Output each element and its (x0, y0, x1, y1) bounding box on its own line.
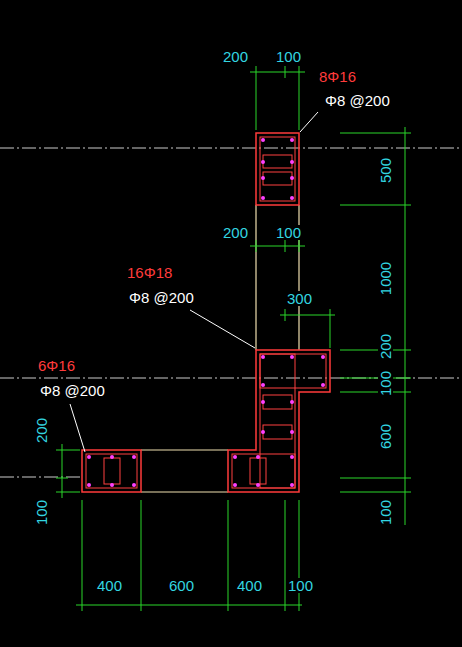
dimension: 1000 (378, 261, 393, 296)
rebar-callout: 6Φ16 (37, 358, 76, 373)
dimension: 500 (378, 157, 393, 184)
column-outline (82, 133, 330, 492)
stirrup-callout: Φ8 @200 (39, 383, 106, 398)
dimension: 100 (378, 499, 393, 526)
rebar-callout: 16Φ18 (126, 265, 173, 280)
wall-outline (141, 205, 299, 492)
dimension: 400 (236, 578, 263, 593)
dimension: 400 (96, 578, 123, 593)
dimension: 100 (275, 49, 302, 64)
dimension: 200 (222, 225, 249, 240)
leader-lines (70, 112, 318, 452)
rebar-callout: 8Φ16 (318, 69, 357, 84)
dimension: 200 (34, 417, 49, 444)
stirrups (86, 137, 326, 488)
axis-lines (0, 148, 462, 477)
dimension: 300 (286, 291, 313, 306)
dimension: 600 (168, 578, 195, 593)
dimension-lines (56, 66, 411, 611)
stirrup-callout: Φ8 @200 (324, 93, 391, 108)
rebar-dots (87, 138, 325, 487)
stirrup-callout: Φ8 @200 (128, 290, 195, 305)
dimension: 200 (222, 49, 249, 64)
dimension: 600 (378, 423, 393, 450)
dimension: 100 (34, 499, 49, 526)
dimension: 100 (287, 578, 314, 593)
dimension: 200 (378, 333, 393, 360)
dimension: 100 (275, 225, 302, 240)
dimension: 100 (378, 370, 393, 397)
